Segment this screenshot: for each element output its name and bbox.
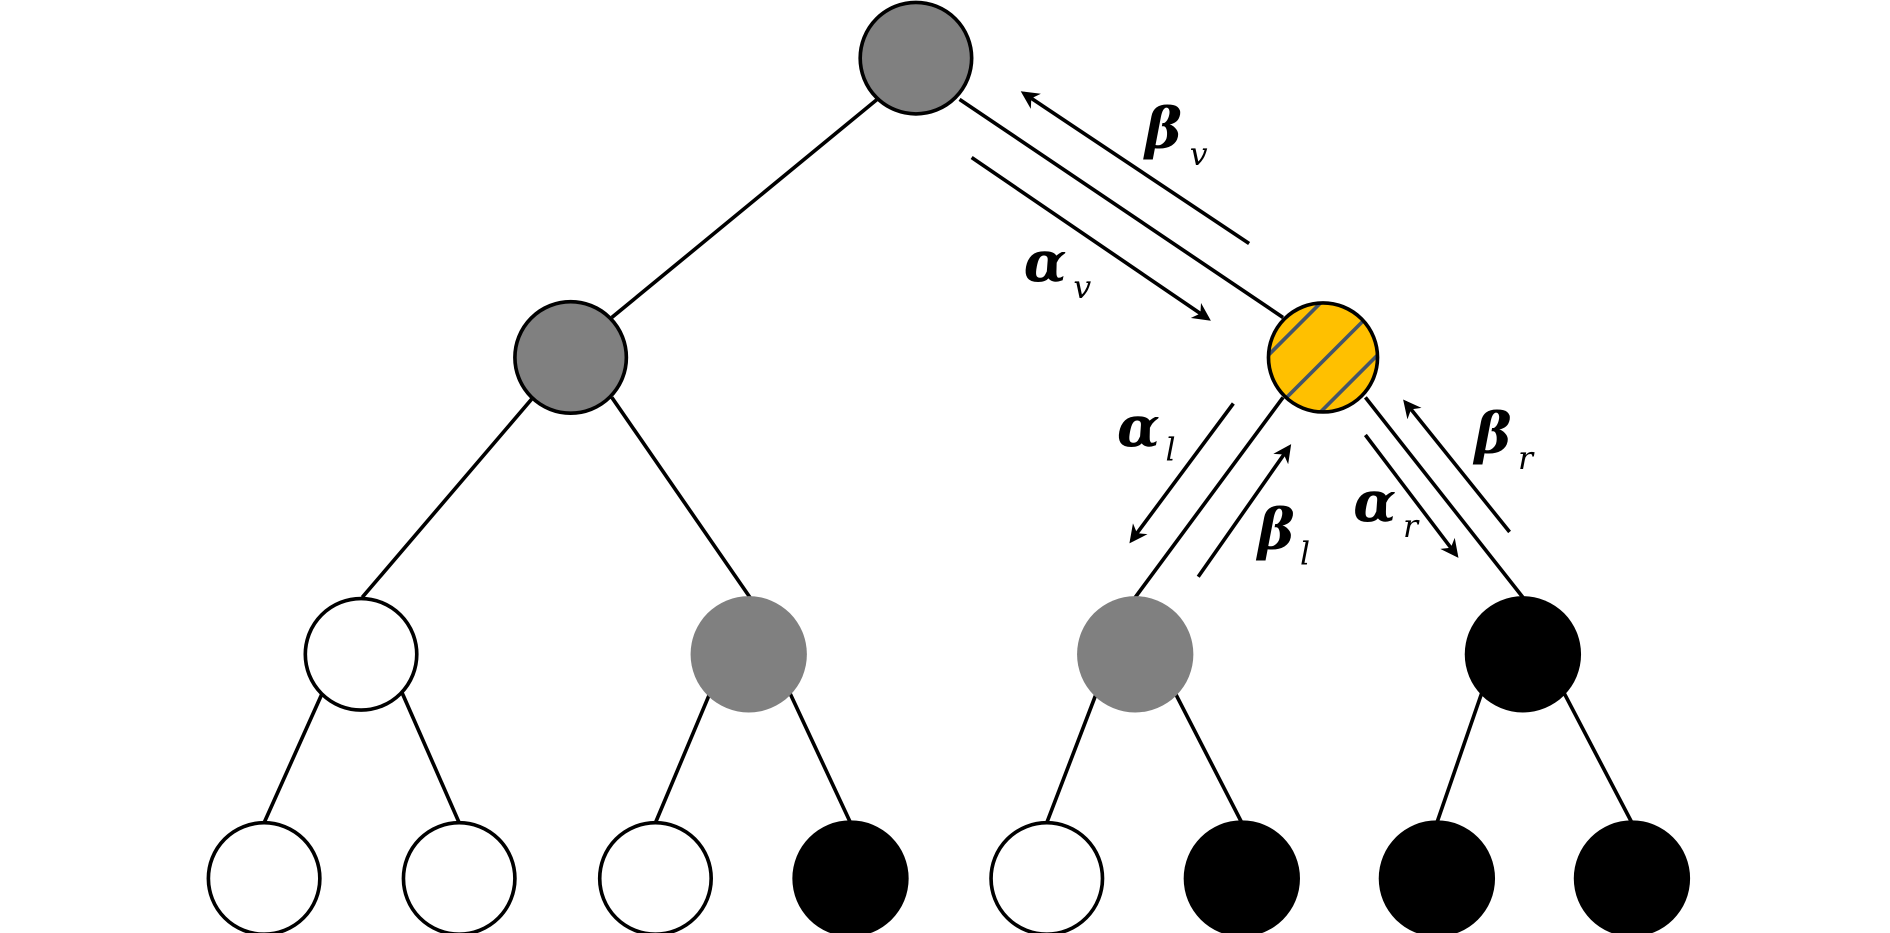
node-l3-5 (1183, 820, 1300, 933)
svg-text:r: r (1403, 509, 1420, 545)
node-l3-6 (1378, 820, 1496, 933)
node-l2-1 (690, 596, 807, 713)
node-l2-0 (303, 596, 419, 712)
svg-text:β: β (1256, 498, 1295, 563)
hatch-pattern (1268, 302, 1378, 412)
edge-l2-0-l3-0 (262, 692, 324, 824)
node-l2-3 (1464, 596, 1582, 713)
svg-text:β: β (1472, 402, 1511, 467)
svg-text:β: β (1143, 97, 1182, 162)
edge-l2-3-l3-7 (1562, 692, 1634, 824)
label-beta-r: β r (1472, 402, 1535, 477)
tree-edges (262, 97, 1634, 824)
edge-l1right-l2-2 (1133, 396, 1285, 599)
label-alpha-l: α l (1117, 395, 1176, 469)
node-l3-1 (401, 820, 517, 933)
edge-l1left-l2-0 (360, 396, 535, 599)
label-beta-v: β v (1143, 97, 1208, 173)
edge-l2-0-l3-1 (400, 692, 461, 824)
node-root (858, 0, 974, 116)
arrow-beta-l (1196, 444, 1292, 578)
edge-l2-1-l3-3 (788, 692, 853, 824)
tree-nodes (206, 0, 1691, 933)
node-l3-7 (1573, 820, 1691, 933)
svg-text:v: v (1190, 137, 1208, 173)
svg-text:v: v (1073, 270, 1091, 306)
node-l3-4 (989, 820, 1105, 933)
svg-text:l: l (1166, 432, 1176, 468)
edge-l2-2-l3-5 (1173, 692, 1244, 824)
arrow-beta-v (1020, 91, 1251, 246)
node-l1-right-highlighted (1266, 301, 1380, 414)
edge-l1left-l2-1 (610, 396, 752, 599)
svg-text:l: l (1300, 537, 1310, 573)
arrow-alpha-r (1363, 433, 1459, 558)
edge-l1right-l2-3 (1363, 396, 1525, 599)
message-arrows (970, 91, 1511, 578)
node-l2-2 (1077, 596, 1194, 713)
arrow-beta-r (1403, 399, 1511, 534)
svg-text:α: α (1353, 470, 1396, 535)
node-l3-0 (206, 820, 322, 933)
label-beta-l: β l (1256, 498, 1310, 573)
label-alpha-v: α v (1024, 230, 1092, 306)
arrow-alpha-l (1129, 402, 1235, 544)
message-labels: β v α v α l β l α r β r (1024, 97, 1535, 573)
node-l3-3 (792, 820, 909, 933)
edge-l2-2-l3-4 (1045, 692, 1099, 824)
label-alpha-r: α r (1353, 470, 1420, 545)
edge-root-l1right (958, 97, 1285, 319)
edge-root-l1left (610, 97, 879, 319)
svg-text:α: α (1117, 395, 1160, 460)
edge-l2-3-l3-6 (1435, 692, 1484, 824)
arrow-alpha-v (970, 156, 1211, 321)
node-l3-2 (597, 820, 713, 933)
svg-text:α: α (1024, 230, 1067, 295)
svg-text:r: r (1518, 441, 1535, 477)
edge-l2-1-l3-2 (653, 692, 712, 824)
node-l1-left (513, 299, 629, 416)
